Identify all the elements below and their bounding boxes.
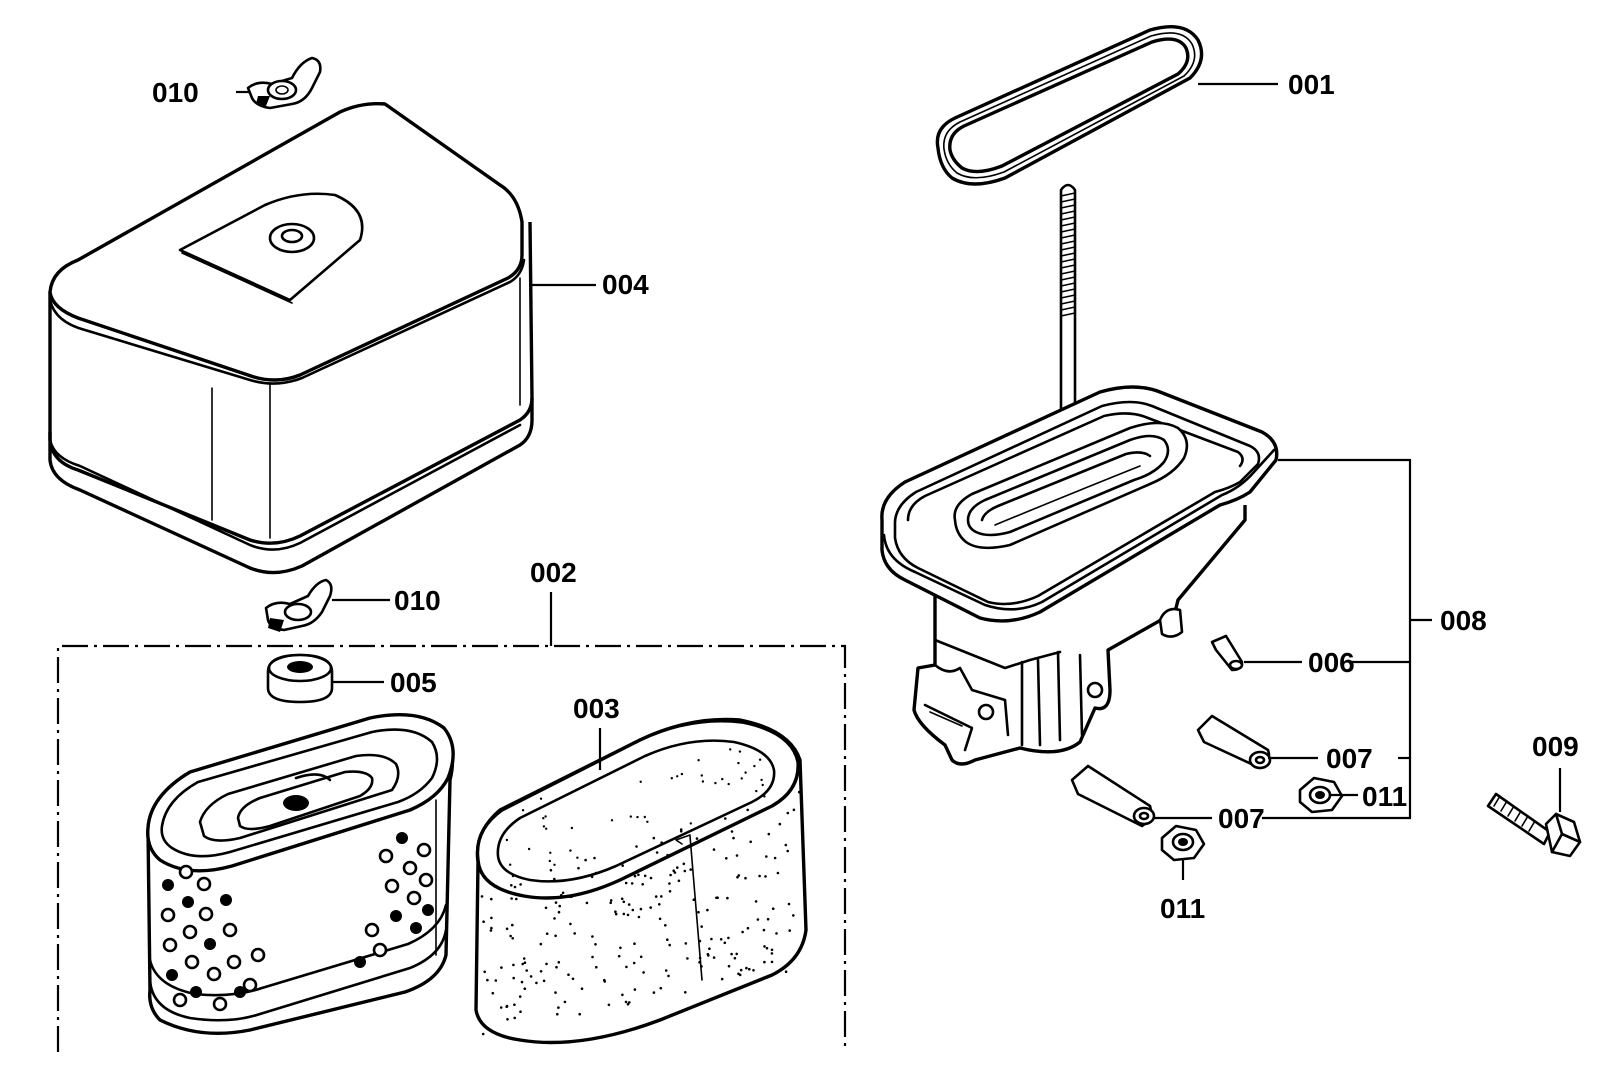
label-011-lower: 011 [1160, 893, 1205, 924]
part-003-foam-element [474, 717, 808, 1045]
label-011-right: 011 [1362, 781, 1407, 812]
label-009: 009 [1532, 731, 1579, 762]
part-011-nut-lower [1160, 824, 1206, 862]
part-001-gasket [935, 25, 1204, 186]
part-007-collar-lower [1070, 764, 1156, 828]
label-003: 003 [573, 693, 620, 724]
screen-perforations [160, 832, 434, 1012]
label-010-top: 010 [152, 77, 199, 108]
part-004-cover [48, 101, 534, 575]
label-005: 005 [390, 667, 437, 698]
part-007-collar-upper [1196, 714, 1272, 770]
leader-lines [236, 82, 1562, 880]
part-005-grommet [266, 653, 334, 704]
label-002: 002 [530, 557, 577, 588]
part-011-nut-right [1298, 776, 1344, 814]
part-010-wing-nut-top [246, 56, 322, 110]
paper-element [146, 712, 455, 1035]
foam-texture-dots [480, 748, 801, 1036]
part-009-bolt [1486, 792, 1582, 858]
label-006: 006 [1308, 647, 1355, 678]
part-002-group-bracket [56, 644, 847, 1052]
bolt-thread [1493, 795, 1536, 832]
part-008-case [880, 385, 1279, 766]
label-008: 008 [1440, 605, 1487, 636]
label-004: 004 [602, 269, 649, 300]
label-001: 001 [1288, 69, 1335, 100]
label-007-lower: 007 [1218, 803, 1265, 834]
label-007-upper: 007 [1326, 743, 1373, 774]
stud-thread [1060, 192, 1076, 317]
part-010-wing-nut-bottom [264, 578, 333, 632]
label-010-bottom: 010 [394, 585, 441, 616]
part-006-pin [1210, 634, 1244, 672]
